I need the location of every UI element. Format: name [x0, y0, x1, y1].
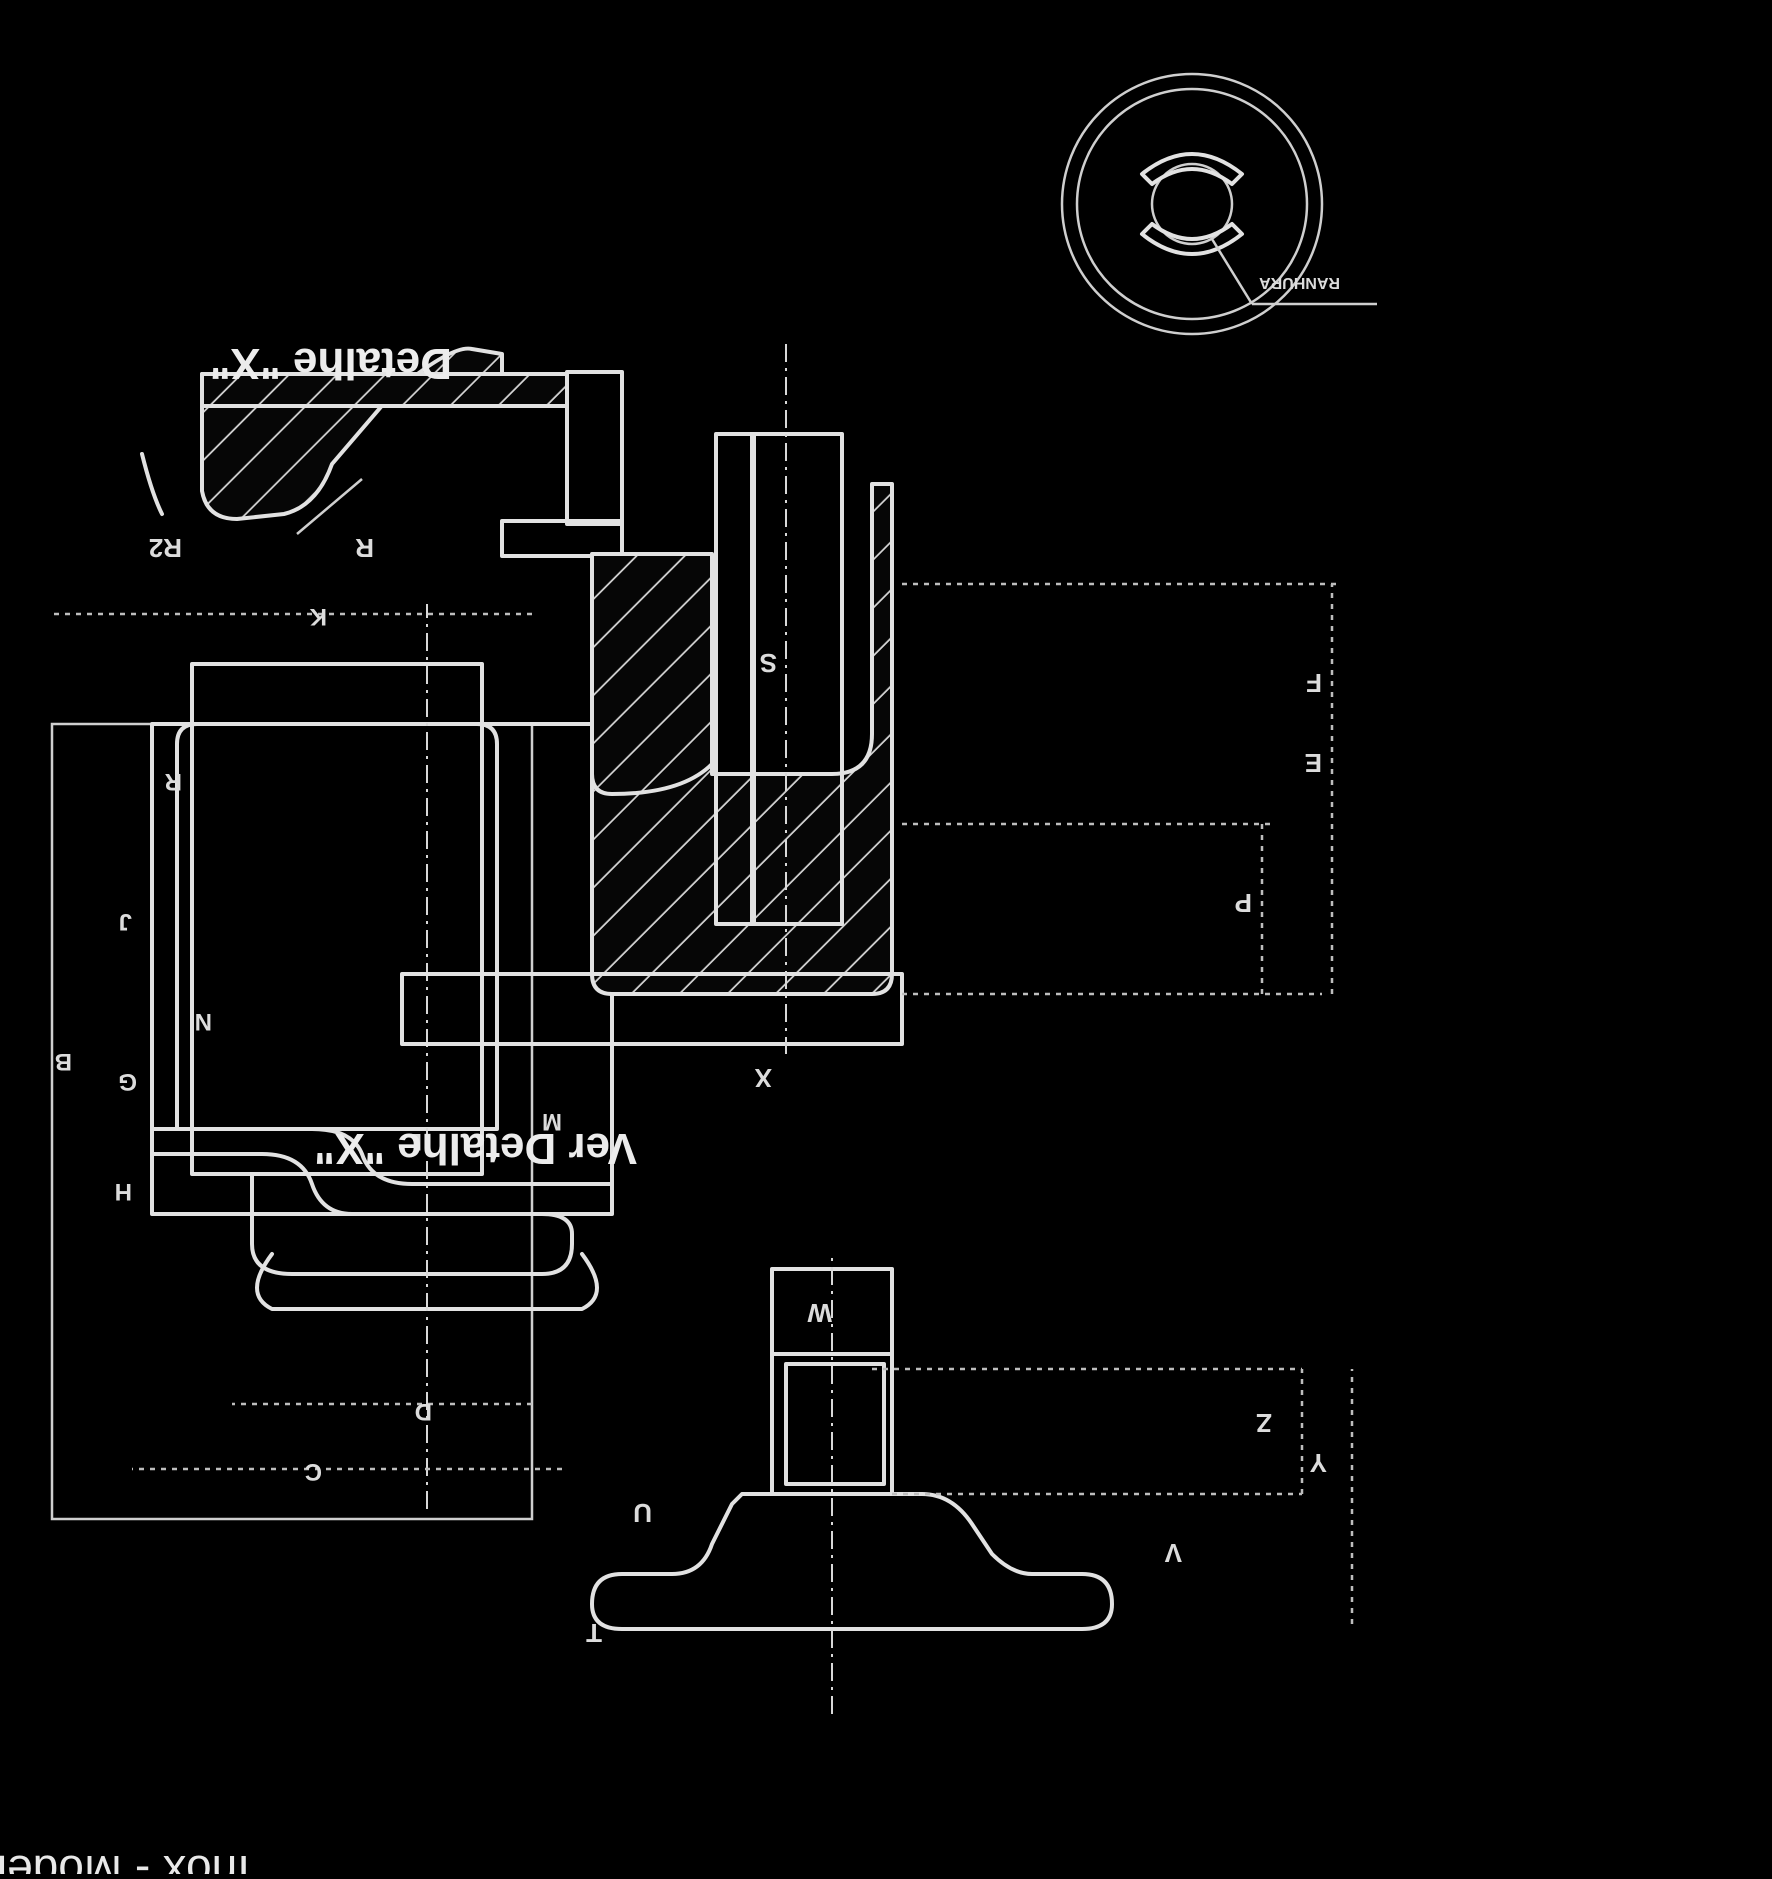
dim-label-s: S: [760, 648, 777, 678]
dim-label-z: Z: [1256, 1408, 1272, 1438]
dim-label-u: U: [633, 1498, 652, 1528]
dim-label-h: H: [115, 1178, 132, 1205]
ring-outer-circle-2: [1075, 87, 1309, 321]
drawing-caption: Inox - Modelo Internacional (2 partes): [0, 1846, 250, 1874]
ring-inner-circle: [1150, 162, 1234, 246]
ring-outer-circle: [1060, 72, 1324, 336]
dim-label-p: P: [1235, 888, 1252, 918]
detail-x-title: Detalhe "X": [210, 339, 452, 388]
dim-label-m: M: [542, 1108, 562, 1135]
rotated-sheet: Inox - Modelo Internacional (2 partes) D…: [0, 72, 1377, 1879]
top-cap-outline: [190, 662, 484, 1176]
neck-profile-right: [150, 1127, 614, 1186]
detail-x-end-block: [565, 370, 624, 526]
main-body-view: C D B A G H J K L M N R: [50, 603, 617, 1521]
ranhura-label: RANHURA: [1259, 274, 1340, 291]
see-detail-label: Ver Detalhe "X": [314, 1124, 637, 1173]
section-base-plate: [400, 972, 904, 1046]
detail-x-lip: [500, 519, 624, 558]
dim-label-w: W: [807, 1298, 832, 1328]
ranhura-slot-lower: [1140, 222, 1244, 256]
detail-x-leader: [296, 478, 363, 535]
dim-label-e: E: [1305, 748, 1322, 778]
dim-label-r: R: [165, 768, 182, 795]
dim-label-j: J: [119, 908, 132, 935]
dim-label-f: F: [1306, 668, 1322, 698]
inner-cavity-outline: [175, 722, 499, 1131]
outer-envelope-outline: [50, 722, 534, 1521]
plug-stem-inner: [784, 1362, 886, 1486]
dim-label-d: D: [415, 1398, 432, 1425]
section-view: E F P S X Ver Detalhe "X": [314, 344, 1342, 1173]
detail-x-radius-arc: [140, 452, 164, 516]
dim-label-n: N: [195, 1008, 212, 1035]
dim-label-v: V: [1164, 1538, 1182, 1568]
dim-label-c: C: [305, 1458, 322, 1485]
section-body-lower: [590, 552, 714, 796]
bore-channel: [750, 432, 844, 926]
ring-top-view: RANHURA: [1060, 72, 1377, 336]
dim-label-b: B: [55, 1048, 72, 1075]
dim-label-g: G: [118, 1068, 137, 1095]
detail-x-dim-label: R: [355, 533, 374, 563]
dim-label-k: K: [309, 603, 327, 630]
dim-label-t: T: [586, 1618, 602, 1648]
ranhura-leader: [1210, 238, 1254, 305]
plug-view: Y Z W V U T: [586, 1254, 1354, 1714]
detail-x-view: Detalhe "X" R R2: [140, 339, 624, 563]
dim-label-y: Y: [1310, 1448, 1327, 1478]
detail-x-radius-label: R2: [149, 533, 182, 563]
neck-profile-left: [150, 1152, 354, 1216]
ranhura-slot-upper: [1140, 152, 1244, 186]
dim-label-x: X: [754, 1063, 772, 1093]
foot-profile: [250, 1172, 574, 1276]
dim-label-l: L: [407, 1128, 422, 1155]
plug-base-profile: [590, 1492, 1114, 1631]
